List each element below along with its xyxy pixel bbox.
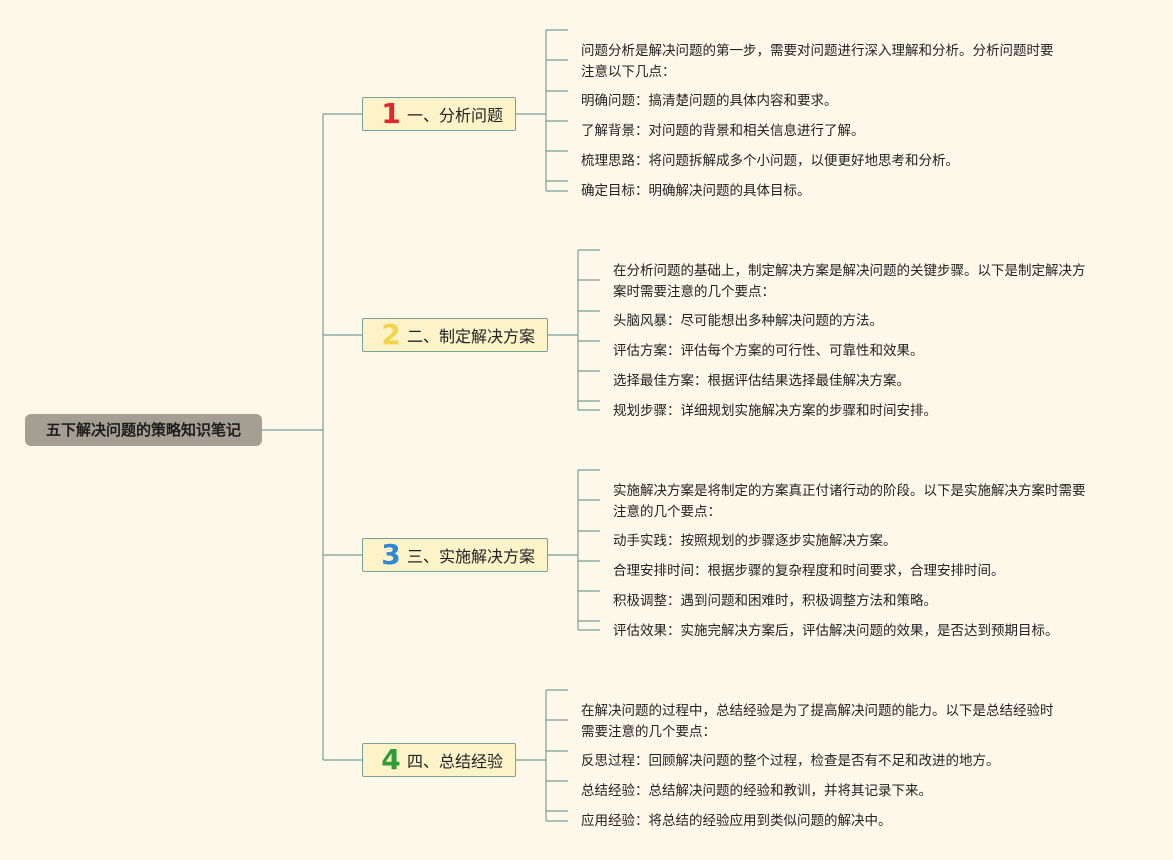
leaf-item: 动手实践：按照规划的步骤逐步实施解决方案。: [613, 533, 897, 549]
branch-node-3[interactable]: 3 三、实施解决方案: [362, 538, 548, 572]
branch-label: 四、总结经验: [407, 752, 504, 771]
leaf-item: 梳理思路：将问题拆解成多个小问题，以便更好地思考和分析。: [581, 153, 959, 169]
leaf-item: 应用经验：将总结的经验应用到类似问题的解决中。: [581, 813, 892, 829]
branch-label: 一、分析问题: [407, 106, 504, 125]
leaf-item: 明确问题：搞清楚问题的具体内容和要求。: [581, 93, 838, 109]
number-3-icon: 3: [381, 538, 401, 571]
leaf-item: 评估方案：评估每个方案的可行性、可靠性和效果。: [613, 343, 924, 359]
branch-node-1[interactable]: 1 一、分析问题: [362, 97, 516, 131]
leaf-intro: 实施解决方案是将制定的方案真正付诸行动的阶段。以下是实施解决方案时需要 注意的几…: [613, 483, 1086, 520]
leaf-intro: 在解决问题的过程中，总结经验是为了提高解决问题的能力。以下是总结经验时 需要注意…: [581, 703, 1054, 740]
root-node[interactable]: 五下解决问题的策略知识笔记: [25, 414, 262, 446]
leaf-item: 反思过程：回顾解决问题的整个过程，检查是否有不足和改进的地方。: [581, 753, 1000, 769]
number-1-icon: 1: [381, 97, 401, 130]
leaf-item: 积极调整：遇到问题和困难时，积极调整方法和策略。: [613, 593, 937, 609]
branch-node-4[interactable]: 4 四、总结经验: [362, 743, 516, 777]
branch-node-2[interactable]: 2 二、制定解决方案: [362, 318, 548, 352]
branch-label: 三、实施解决方案: [407, 547, 536, 566]
leaf-item: 规划步骤：详细规划实施解决方案的步骤和时间安排。: [613, 403, 937, 419]
leaf-intro: 问题分析是解决问题的第一步，需要对问题进行深入理解和分析。分析问题时要 注意以下…: [581, 43, 1054, 80]
branch-label: 二、制定解决方案: [407, 327, 536, 346]
leaf-item: 头脑风暴：尽可能想出多种解决问题的方法。: [613, 313, 883, 329]
leaf-item: 合理安排时间：根据步骤的复杂程度和时间要求，合理安排时间。: [613, 563, 1005, 579]
number-4-icon: 4: [381, 743, 401, 776]
leaf-item: 确定目标：明确解决问题的具体目标。: [581, 183, 811, 199]
number-2-icon: 2: [381, 318, 401, 351]
leaf-item: 评估效果：实施完解决方案后，评估解决问题的效果，是否达到预期目标。: [613, 623, 1059, 639]
leaf-intro: 在分析问题的基础上，制定解决方案是解决问题的关键步骤。以下是制定解决方 案时需要…: [613, 263, 1086, 300]
leaf-item: 了解背景：对问题的背景和相关信息进行了解。: [581, 123, 865, 139]
leaf-item: 选择最佳方案：根据评估结果选择最佳解决方案。: [613, 373, 910, 389]
leaf-item: 总结经验：总结解决问题的经验和教训，并将其记录下来。: [581, 783, 932, 799]
